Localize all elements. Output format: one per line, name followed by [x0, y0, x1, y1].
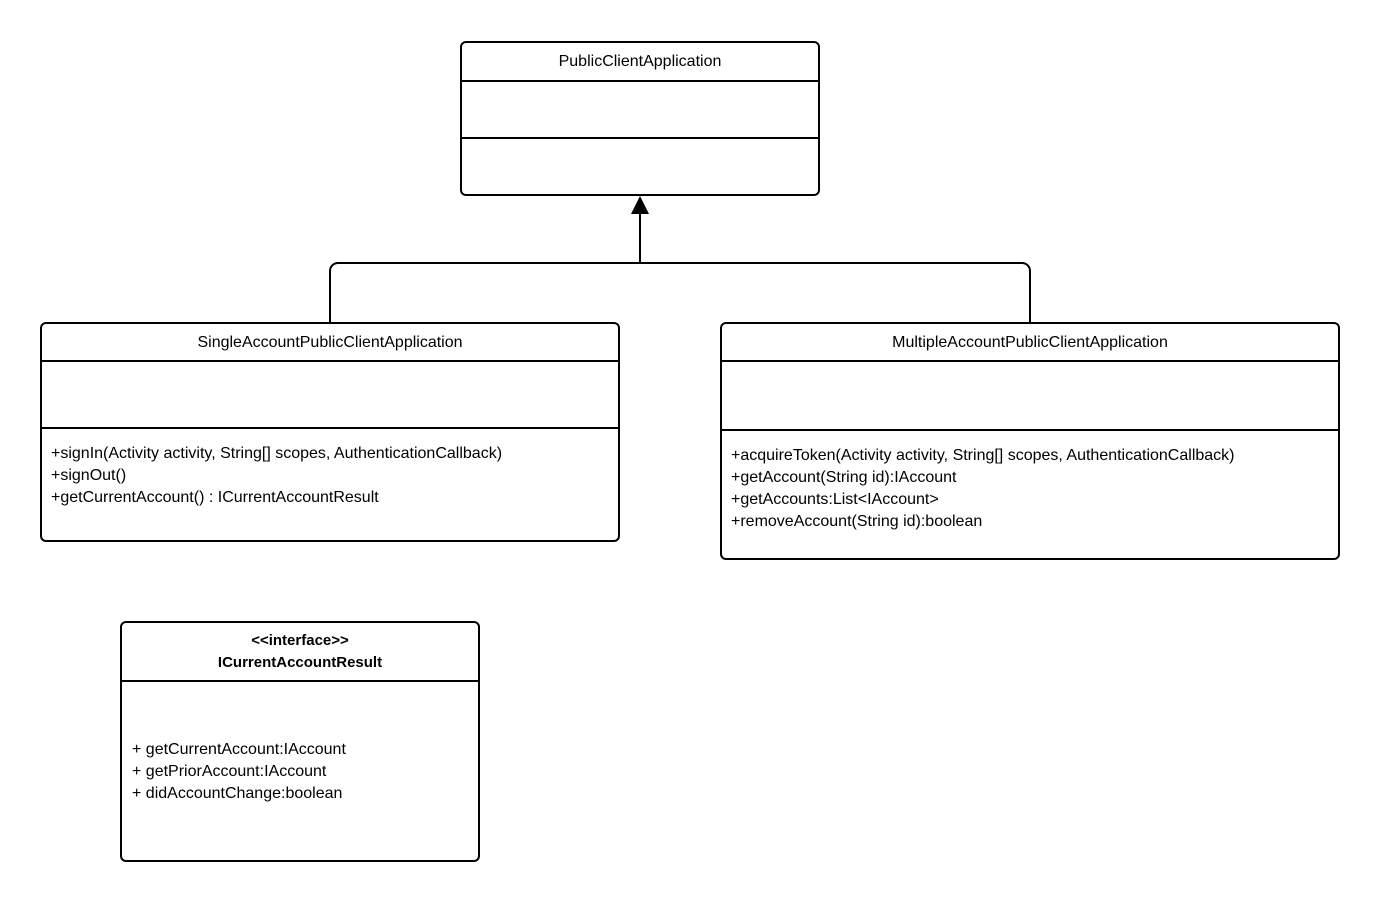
class-name-label: PublicClientApplication — [558, 53, 722, 70]
generalization-corner-left — [329, 262, 341, 274]
generalization-horizontal-bar — [339, 262, 1021, 264]
interface-title-compartment: <<interface>> ICurrentAccountResult — [122, 623, 478, 680]
generalization-drop-right — [1029, 272, 1031, 324]
class-title-compartment: MultipleAccountPublicClientApplication — [722, 324, 1338, 360]
class-method: +getAccount(String id):IAccount — [731, 469, 957, 486]
class-methods-compartment — [462, 137, 818, 194]
class-methods-compartment: +signIn(Activity activity, String[] scop… — [42, 427, 618, 540]
class-method: +acquireToken(Activity activity, String[… — [731, 447, 1235, 464]
class-name-label: SingleAccountPublicClientApplication — [197, 333, 463, 351]
class-attributes-compartment — [42, 360, 618, 427]
interface-name-label: ICurrentAccountResult — [217, 653, 383, 671]
class-method: +getAccounts:List<IAccount> — [731, 491, 939, 508]
class-box-public-client-application[interactable]: PublicClientApplication — [460, 41, 820, 196]
class-methods-compartment: +acquireToken(Activity activity, String[… — [722, 429, 1338, 558]
interface-box-icurrentaccountresult[interactable]: <<interface>> ICurrentAccountResult + ge… — [120, 621, 480, 862]
generalization-stem — [639, 212, 641, 264]
class-method: +getCurrentAccount() : ICurrentAccountRe… — [51, 489, 379, 506]
interface-member: + didAccountChange:boolean — [132, 785, 343, 802]
class-name-label: MultipleAccountPublicClientApplication — [892, 333, 1168, 351]
class-title-compartment: SingleAccountPublicClientApplication — [42, 324, 618, 360]
class-attributes-compartment — [722, 360, 1338, 429]
class-box-multiple-account-public-client-application[interactable]: MultipleAccountPublicClientApplication +… — [720, 322, 1340, 560]
interface-stereotype-label: <<interface>> — [251, 631, 349, 649]
class-method: +signIn(Activity activity, String[] scop… — [51, 445, 503, 462]
generalization-drop-left — [329, 272, 331, 324]
generalization-arrowhead — [631, 196, 649, 214]
class-method: +removeAccount(String id):boolean — [731, 513, 983, 530]
interface-member: + getPriorAccount:IAccount — [132, 763, 327, 780]
interface-member: + getCurrentAccount:IAccount — [132, 741, 346, 758]
class-method: +signOut() — [51, 467, 127, 484]
interface-members-compartment: + getCurrentAccount:IAccount + getPriorA… — [122, 680, 478, 860]
class-title-compartment: PublicClientApplication — [462, 43, 818, 80]
class-box-single-account-public-client-application[interactable]: SingleAccountPublicClientApplication +si… — [40, 322, 620, 542]
class-attributes-compartment — [462, 80, 818, 137]
generalization-corner-right — [1019, 262, 1031, 274]
